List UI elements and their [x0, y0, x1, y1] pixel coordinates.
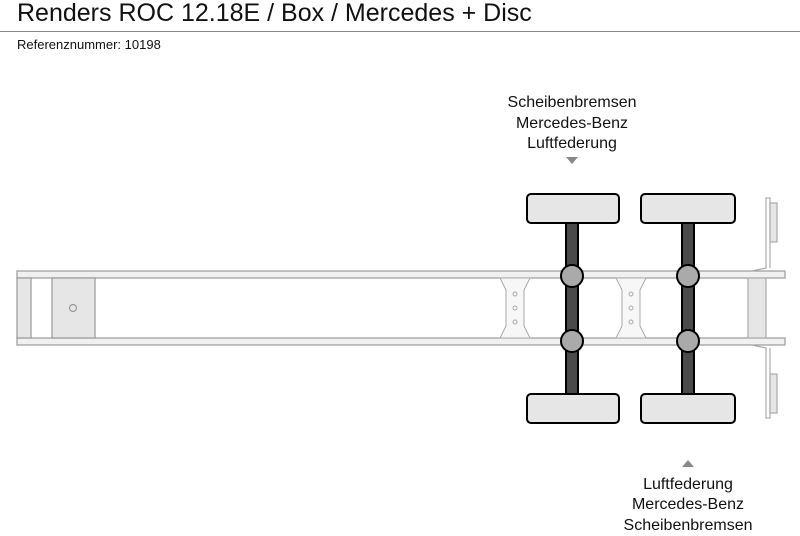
arrow-up-icon	[682, 460, 694, 467]
page-title: Renders ROC 12.18E / Box / Mercedes + Di…	[17, 0, 532, 27]
label-line: Mercedes-Benz	[516, 115, 628, 132]
chassis-frame	[16, 270, 786, 346]
label-line: Scheibenbremsen	[624, 517, 753, 534]
axle-1	[526, 193, 620, 424]
crossmember	[615, 277, 647, 339]
arrow-down-icon	[566, 157, 578, 164]
label-line: Scheibenbremsen	[508, 94, 637, 111]
top-axle-label: Scheibenbremsen Mercedes-Benz Luftfederu…	[508, 94, 637, 164]
crossmember	[499, 277, 531, 339]
label-line: Luftfederung	[527, 135, 617, 152]
reference-number: Referenznummer: 10198	[17, 37, 161, 52]
axle-2	[640, 193, 736, 424]
label-line: Mercedes-Benz	[632, 496, 744, 513]
bottom-axle-label: Luftfederung Mercedes-Benz Scheibenbrems…	[624, 460, 753, 534]
title-divider	[0, 31, 800, 32]
label-line: Luftfederung	[643, 476, 733, 493]
rear-bumper	[747, 197, 778, 419]
